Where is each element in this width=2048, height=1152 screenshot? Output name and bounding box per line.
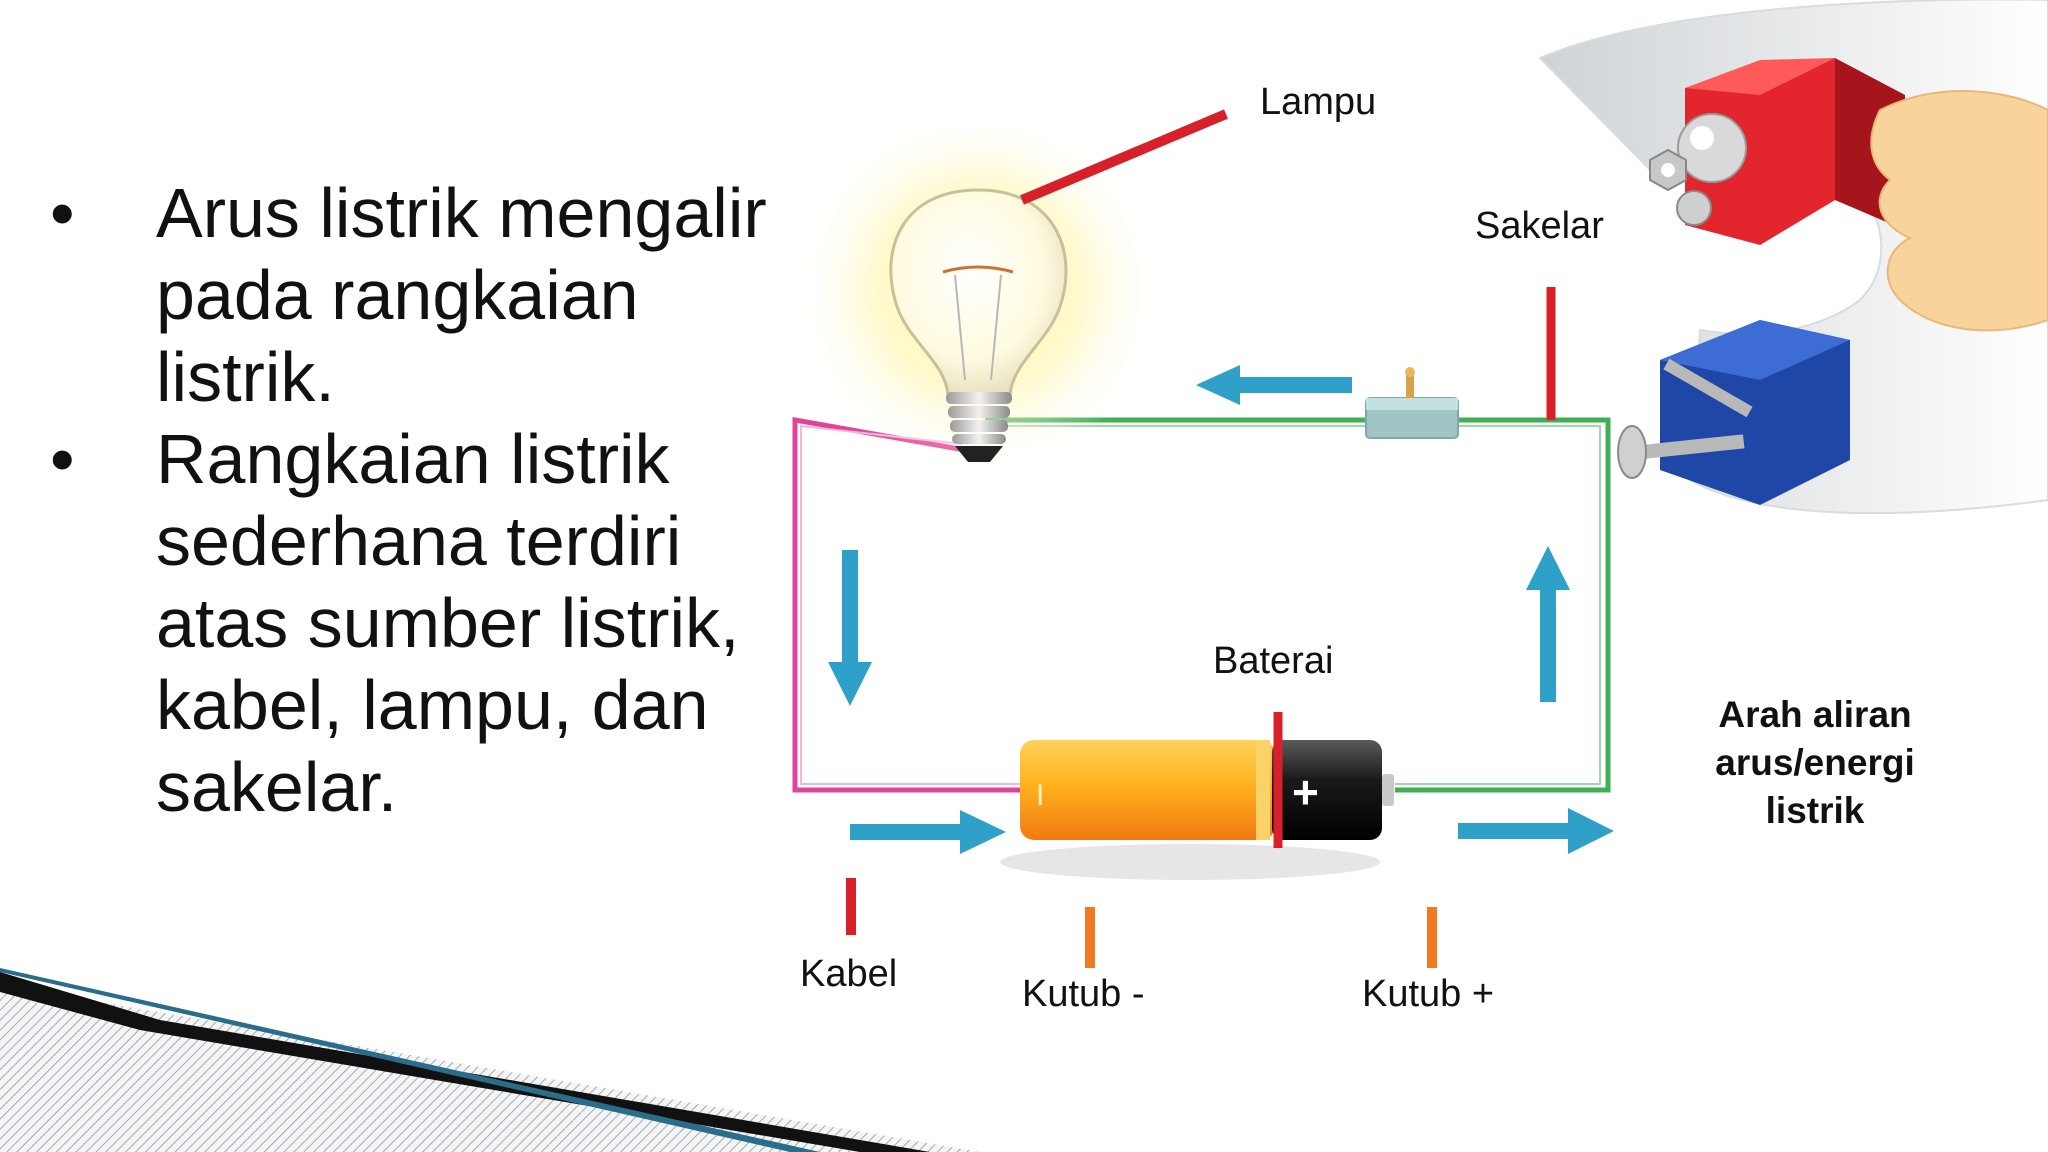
pointer-lampu [1020, 109, 1228, 205]
arrow-right-icon [1458, 808, 1614, 854]
bullet-text: Arus listrik mengalir pada rangkaian lis… [156, 174, 767, 416]
arrow-right-icon [850, 810, 1006, 854]
bullet-item: • Arus listrik mengalir pada rangkaian l… [50, 172, 770, 418]
flow-arrows [828, 365, 1614, 854]
label-kabel: Kabel [800, 953, 897, 995]
light-bulb-icon [793, 105, 1163, 475]
label-kutub-plus: Kutub + [1362, 973, 1494, 1015]
flow-caption-line: arus/energi [1715, 742, 1914, 783]
switch-icon [1365, 367, 1459, 439]
component-labels: Lampu Sakelar Baterai Kabel Kutub - Kutu… [800, 81, 1915, 1015]
flow-caption-line: Arah aliran [1718, 694, 1911, 735]
wires [792, 417, 1611, 793]
magnet-icon [1538, 0, 2048, 515]
bullet-item: • Rangkaian listrik sederhana terdiri at… [50, 418, 770, 828]
label-lampu: Lampu [1260, 81, 1376, 123]
arrow-up-icon [1526, 546, 1570, 702]
bullet-dot: • [50, 420, 75, 498]
pointer-lines [846, 109, 1556, 968]
arrow-down-icon [828, 550, 872, 706]
label-sakelar: Sakelar [1475, 205, 1604, 247]
battery-icon: I + [1000, 740, 1394, 880]
bullet-dot: • [50, 174, 75, 252]
battery-minus-mark: I [1036, 779, 1044, 812]
label-baterai: Baterai [1213, 640, 1333, 682]
bullet-list: • Arus listrik mengalir pada rangkaian l… [50, 172, 770, 828]
flow-caption-line: listrik [1766, 790, 1865, 831]
bullet-text: Rangkaian listrik sederhana terdiri atas… [156, 420, 740, 826]
arrow-left-icon [1196, 365, 1352, 405]
decorative-swoosh [0, 968, 980, 1152]
battery-plus-mark: + [1292, 766, 1319, 818]
label-kutub-minus: Kutub - [1022, 973, 1145, 1015]
